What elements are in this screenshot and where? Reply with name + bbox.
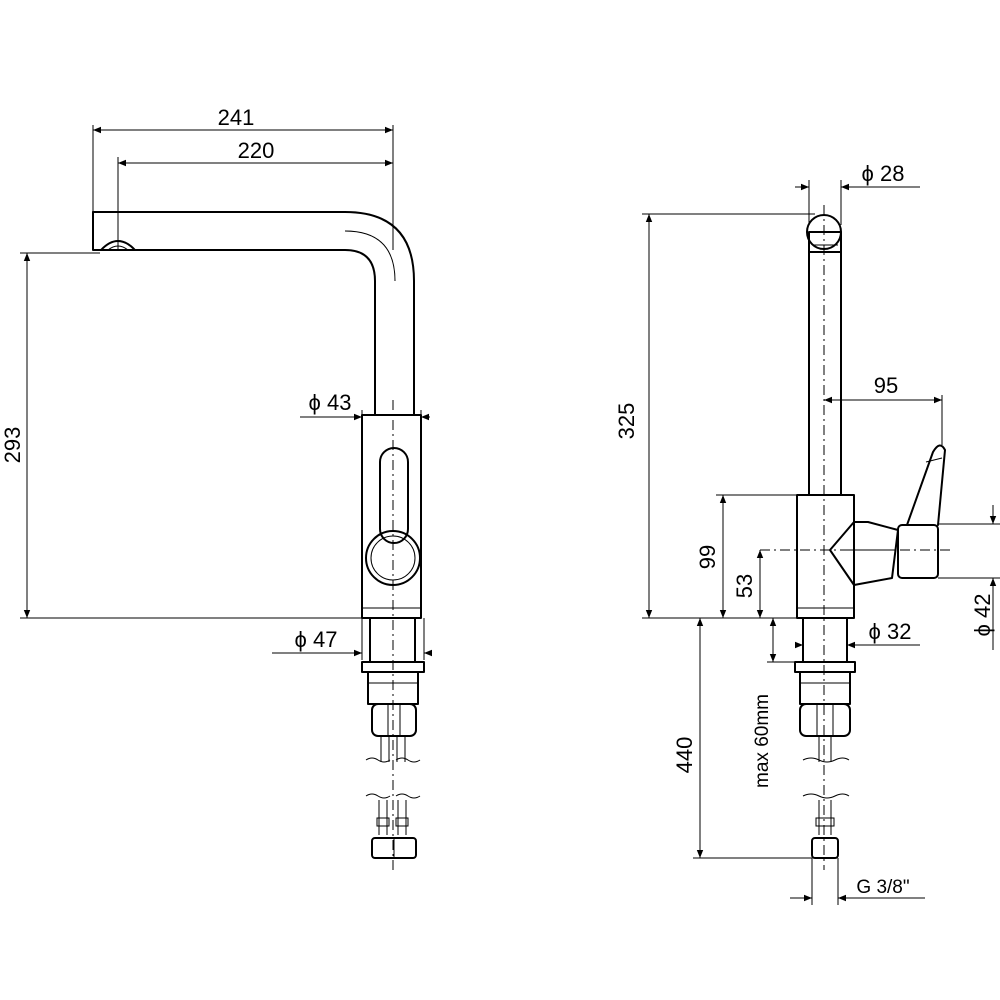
dim-body-diameter: ϕ 43 <box>300 390 430 425</box>
dim-label-99: 99 <box>695 545 720 569</box>
side-shank <box>794 617 856 859</box>
dim-label-d43: ϕ 43 <box>309 390 352 415</box>
dim-label-241: 241 <box>218 105 255 130</box>
side-view: ϕ 28 325 95 99 53 <box>614 161 1000 905</box>
dim-max-counter: max 60mm <box>752 618 795 788</box>
dim-label-440: 440 <box>672 737 697 774</box>
dim-label-95: 95 <box>874 373 898 398</box>
dim-label-d47: ϕ 47 <box>295 627 338 652</box>
dim-body-height: 53 <box>732 550 764 618</box>
dim-label-d32: ϕ 32 <box>869 619 912 644</box>
dim-label-293: 293 <box>0 427 25 464</box>
dim-hose-thread: G 3/8" <box>790 858 925 905</box>
dim-shank-diameter: ϕ 32 <box>795 619 920 652</box>
dim-label-220: 220 <box>238 138 275 163</box>
dim-spout-reach: 220 <box>117 138 393 250</box>
dim-label-d28: ϕ 28 <box>862 161 905 186</box>
dim-total-height: 325 <box>614 213 815 619</box>
dim-label-max-60mm: max 60mm <box>752 694 773 788</box>
dim-lever-height: 99 <box>695 494 797 618</box>
front-view: 241 220 293 ϕ 43 ϕ 47 <box>0 105 432 870</box>
dim-label-g38: G 3/8" <box>856 877 909 898</box>
dim-label-325: 325 <box>614 403 639 440</box>
dim-hose-length: 440 <box>672 618 812 859</box>
side-lever <box>829 444 946 586</box>
side-column <box>808 251 842 496</box>
dim-label-d42: ϕ 42 <box>970 594 995 637</box>
dim-base-diameter: ϕ 47 <box>272 618 432 660</box>
dim-overall-reach: 241 <box>92 105 394 250</box>
dim-lever-projection: 95 <box>824 373 943 445</box>
side-body <box>796 494 855 619</box>
front-spout <box>92 211 415 416</box>
dim-spout-height: 293 <box>0 252 362 619</box>
dim-lever-diameter: ϕ 42 <box>938 505 1000 650</box>
front-body <box>361 414 422 619</box>
dim-spout-diameter: ϕ 28 <box>795 161 920 225</box>
dim-label-53: 53 <box>732 574 757 598</box>
